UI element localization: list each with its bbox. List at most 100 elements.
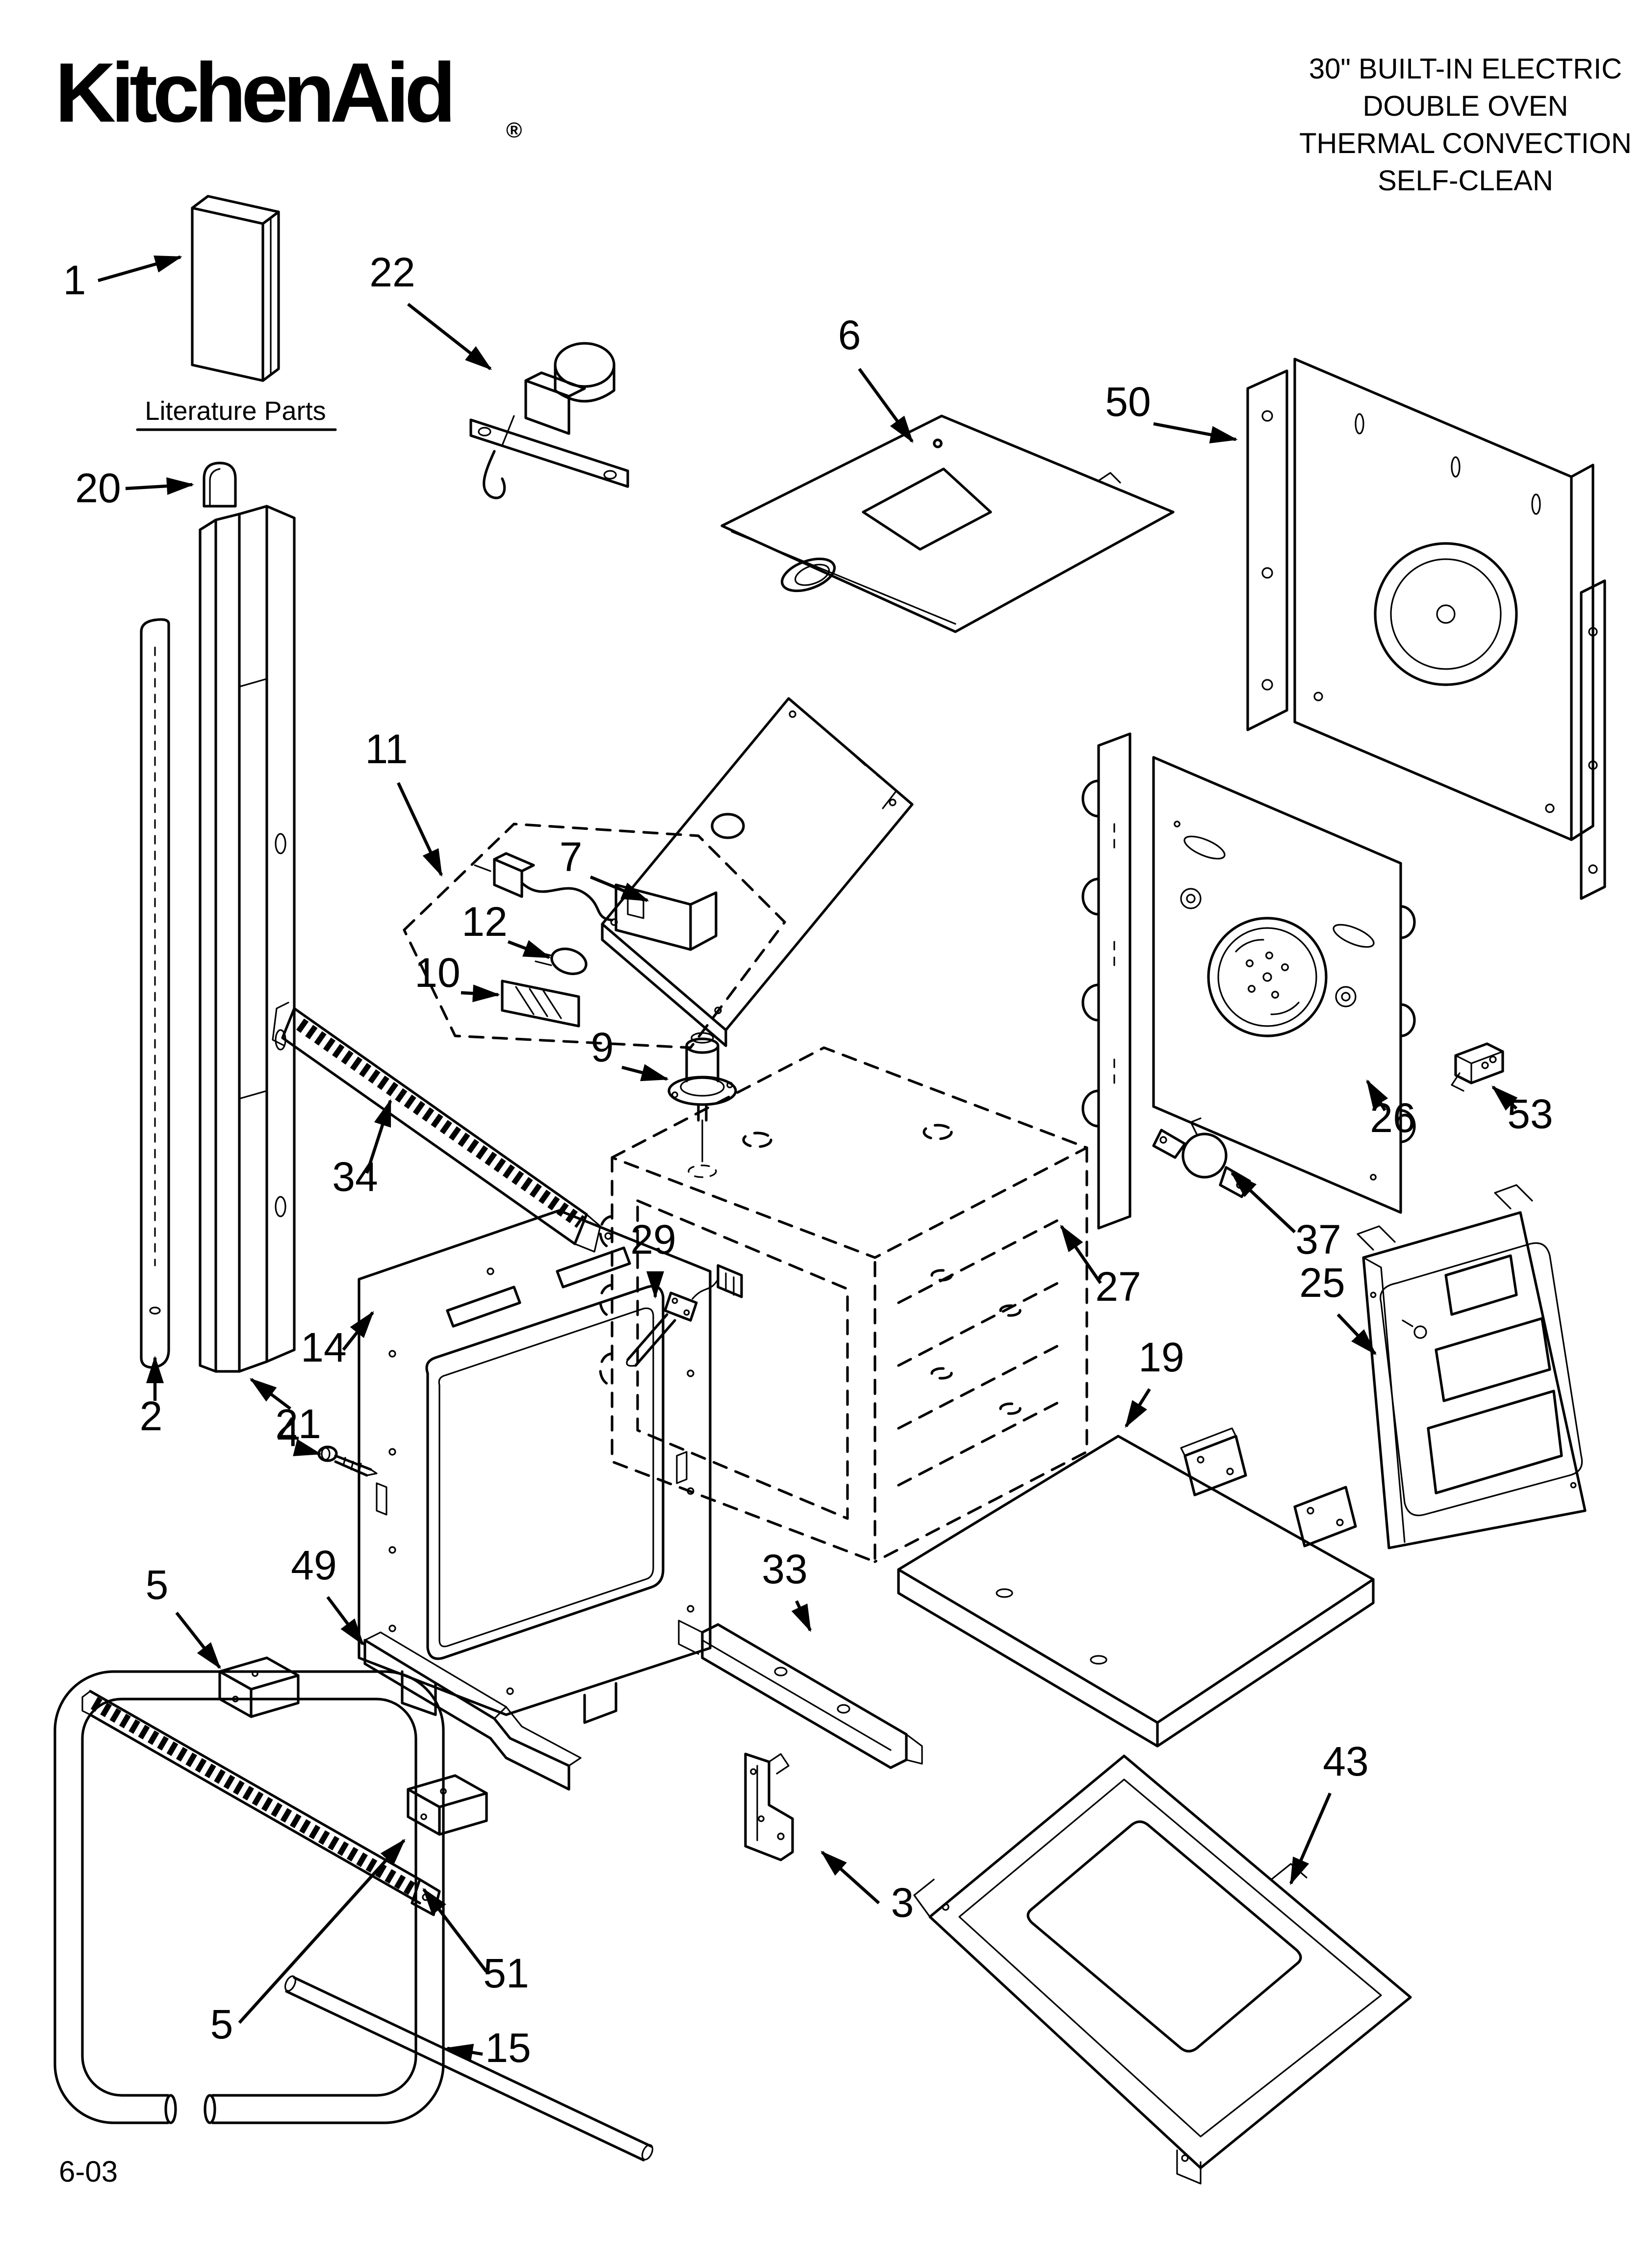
part-number-label: 49 <box>291 1542 336 1588</box>
part-number-label: 27 <box>1095 1263 1141 1310</box>
callout-1-0: 1 <box>63 255 182 303</box>
callout-26-17: 26 <box>1366 1079 1416 1141</box>
part-number-label: 5 <box>210 2001 233 2047</box>
part-number-label: 43 <box>1323 1738 1368 1784</box>
literature-parts-label: Literature Parts <box>145 396 326 426</box>
leader-arrow <box>249 1378 291 1410</box>
part-bottom-pan <box>913 1754 1412 2185</box>
leader-arrow <box>1125 1388 1151 1428</box>
callout-5-27: 5 <box>210 1839 406 2047</box>
part-top-shield-panel <box>720 414 1175 633</box>
leader-arrow <box>238 1839 406 2024</box>
leader-arrow <box>397 782 443 877</box>
leader-arrow <box>507 940 551 959</box>
callout-51-28: 51 <box>422 1887 529 1996</box>
part-number-label: 26 <box>1370 1095 1415 1141</box>
callout-20-1: 20 <box>75 465 194 511</box>
callout-15-29: 15 <box>445 2025 531 2071</box>
leader-arrow <box>1153 422 1238 443</box>
part-screw <box>317 1445 378 1477</box>
leader-arrow <box>342 1311 374 1351</box>
part-literature-book <box>191 195 280 382</box>
callout-11-5: 11 <box>365 726 443 877</box>
callout-29-15: 29 <box>630 1216 676 1299</box>
part-vent-grille <box>272 1002 601 1253</box>
part-number-label: 11 <box>365 726 408 772</box>
leader-arrow <box>1366 1079 1388 1111</box>
part-number-label: 25 <box>1299 1260 1345 1306</box>
model-title-line: 30" BUILT-IN ELECTRIC <box>1309 53 1622 85</box>
part-number-label: 5 <box>146 1562 169 1608</box>
part-light-lens <box>501 979 580 1028</box>
callout-49-25: 49 <box>291 1542 364 1646</box>
callout-22-2: 22 <box>369 249 492 370</box>
leader-arrow <box>422 1887 488 1973</box>
part-number-label: 7 <box>560 834 583 880</box>
part-cavity-wrapper-panel <box>1081 732 1416 1230</box>
callout-7-9: 7 <box>560 834 649 902</box>
callout-25-20: 25 <box>1299 1260 1377 1355</box>
part-oven-top-panel <box>601 697 914 1047</box>
part-number-label: 9 <box>591 1024 614 1070</box>
leader-arrow <box>461 984 500 1003</box>
part-lower-top-panel <box>897 1427 1375 1748</box>
callout-34-8: 34 <box>332 1099 392 1200</box>
part-number-label: 53 <box>1507 1091 1553 1137</box>
part-number-label: 20 <box>75 465 121 511</box>
model-title-line: THERMAL CONVECTION <box>1299 128 1632 159</box>
part-number-label: 6 <box>838 312 861 358</box>
part-door-latch-assembly <box>469 342 629 499</box>
part-lower-trim-bar <box>363 1631 582 1791</box>
part-number-label: 3 <box>891 1880 914 1926</box>
part-side-trim-strip <box>140 618 170 1369</box>
leader-arrow <box>125 477 194 495</box>
part-mounting-bracket <box>744 1753 794 1861</box>
part-number-label: 50 <box>1105 379 1151 425</box>
part-number-label: 15 <box>485 2025 531 2071</box>
callout-53-18: 53 <box>1491 1085 1553 1137</box>
part-door-side-channel <box>199 505 296 1373</box>
part-number-label: 1 <box>63 257 86 303</box>
leader-arrow <box>1231 1172 1296 1234</box>
leader-arrow <box>791 1600 812 1632</box>
part-number-label: 4 <box>277 1409 300 1455</box>
leader-arrow <box>1289 1792 1332 1885</box>
leader-arrow <box>821 1851 880 1905</box>
callout-50-4: 50 <box>1105 379 1238 443</box>
callout-43-24: 43 <box>1289 1738 1369 1885</box>
part-vent-trim-strip <box>81 1690 441 1916</box>
callout-10-7: 10 <box>414 950 500 1003</box>
brand-logo: KitchenAid <box>55 46 451 140</box>
part-number-label: 29 <box>630 1216 676 1263</box>
part-side-access-panel <box>1357 1184 1587 1549</box>
leader-arrow <box>293 1439 322 1456</box>
leader-arrow <box>590 876 649 902</box>
leader-arrow <box>175 1612 221 1670</box>
callout-19-21: 19 <box>1125 1334 1184 1428</box>
leader-arrow <box>1336 1313 1377 1355</box>
part-number-label: 2 <box>140 1393 163 1439</box>
part-number-label: 14 <box>301 1324 346 1370</box>
callout-37-19: 37 <box>1231 1172 1341 1263</box>
leader-arrow <box>326 1596 364 1646</box>
leader-arrow <box>1060 1224 1102 1284</box>
leader-arrow <box>1491 1085 1518 1111</box>
part-switch-bracket <box>1451 1042 1504 1092</box>
part-number-label: 19 <box>1138 1334 1184 1380</box>
part-convection-motor <box>667 1032 737 1178</box>
part-number-label: 22 <box>369 249 415 295</box>
part-support-channel <box>678 1620 923 1769</box>
leader-arrow <box>858 368 914 443</box>
leader-arrow <box>98 255 182 283</box>
part-number-label: 51 <box>483 1950 529 1996</box>
part-rear-blower-panel <box>1246 358 1606 900</box>
part-oven-cavity <box>599 1046 1088 1563</box>
part-number-label: 34 <box>332 1154 378 1200</box>
part-temperature-sensor <box>626 1264 743 1367</box>
part-end-cap <box>203 462 237 508</box>
leader-arrow <box>621 1064 669 1082</box>
page-code: 6-03 <box>59 2155 118 2188</box>
callout-27-16: 27 <box>1060 1224 1141 1310</box>
